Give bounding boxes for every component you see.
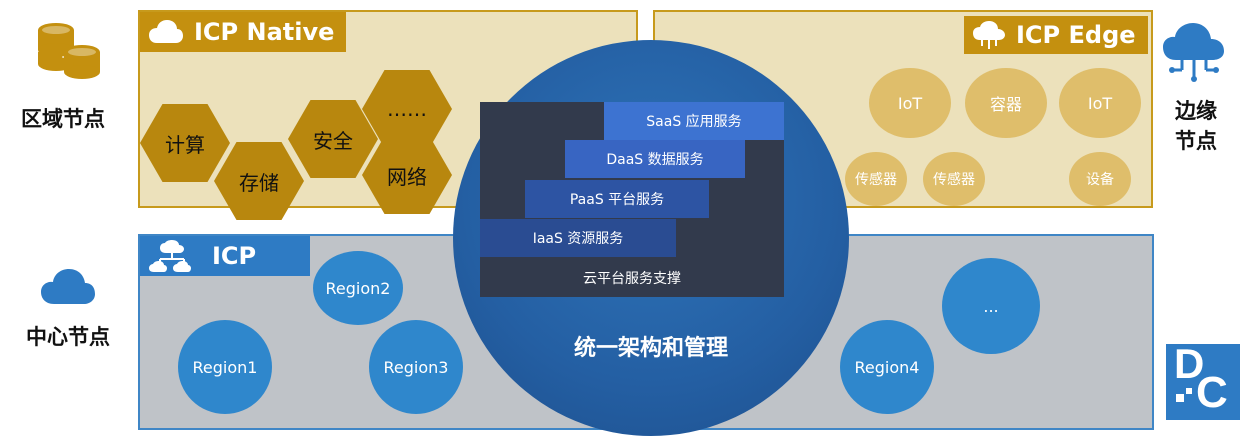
paas-label: PaaS 平台服务 [569,192,665,208]
hexagon-security: 安全 [288,100,378,178]
dc-logo-pixel [1176,394,1184,402]
daas-layer: DaaS 数据服务 [565,140,745,178]
sensor-node-2: 传感器 [923,152,985,206]
edge-node-label-line1: 边缘 [1175,99,1217,123]
cloud-chip-icon [973,21,1005,49]
icp-title: ICP [212,242,257,270]
cloud-icon [40,268,96,306]
device-node: 设备 [1069,152,1131,206]
saas-layer: SaaS 应用服务 [604,102,784,140]
region-label: Region4 [854,357,920,377]
hexagon-label: …… [387,97,427,121]
region3-node: Region3 [369,320,463,414]
leaf-label: 传感器 [933,172,975,188]
hexagon-label: 存储 [239,170,279,195]
node-label: IoT [1087,93,1113,113]
hexagon-label: 计算 [165,132,205,157]
icp-native-title-bar: ICP Native [140,12,346,52]
region-label: Region3 [383,357,449,377]
icp-edge-title-bar: ICP Edge [964,16,1148,54]
cloud-support-layer: 云平台服务支撑 [480,259,784,297]
icp-native-title: ICP Native [194,18,335,46]
edge-node-label-line2: 节点 [1175,129,1217,153]
cloud-icon [149,20,183,43]
dc-logo: D C [1166,340,1240,420]
sensor-node-1: 传感器 [845,152,907,206]
region-label: Region1 [192,357,258,377]
region-more-node: ... [942,258,1040,354]
database-icon [36,18,104,86]
region4-node: Region4 [840,320,934,414]
region1-node: Region1 [178,320,272,414]
icp-native-panel: ICP Native 计算 存储 安全 网络 …… [138,10,638,220]
cloud-support-label: 云平台服务支撑 [583,271,681,287]
saas-label: SaaS 应用服务 [646,114,742,130]
hexagon-network: 网络 [362,136,452,214]
iaas-label: IaaS 资源服务 [532,231,624,247]
hexagon-label: 网络 [387,164,427,189]
node-label: IoT [897,93,923,113]
container-node: 容器 [965,68,1047,138]
center-node-label: 中心节点 [26,325,110,349]
paas-layer: PaaS 平台服务 [525,180,709,218]
leaf-label: 设备 [1086,172,1114,188]
unified-architecture-label: 统一架构和管理 [573,336,728,361]
region-label: ... [983,296,999,316]
iot-node-1: IoT [869,68,951,138]
icp-edge-title: ICP Edge [1016,21,1136,49]
leaf-label: 传感器 [855,172,897,188]
hexagon-compute: 计算 [140,104,230,182]
dc-logo-d: D [1174,340,1205,387]
iot-node-2: IoT [1059,68,1141,138]
regional-node-label: 区域节点 [21,107,105,131]
dc-logo-c: C [1196,368,1228,417]
daas-label: DaaS 数据服务 [606,152,704,168]
hexagon-label: 安全 [313,128,353,153]
cloud-hierarchy-icon [149,240,191,272]
hexagon-storage: 存储 [214,142,304,220]
icp-title-bar: ICP [140,236,310,276]
node-label: 容器 [989,95,1022,114]
cloud-network-icon [1162,22,1226,82]
hexagon-more: …… [362,70,452,148]
region2-node: Region2 [313,251,403,325]
region-label: Region2 [325,278,391,298]
dc-logo-pixel [1186,388,1192,394]
iaas-layer: IaaS 资源服务 [480,219,676,257]
